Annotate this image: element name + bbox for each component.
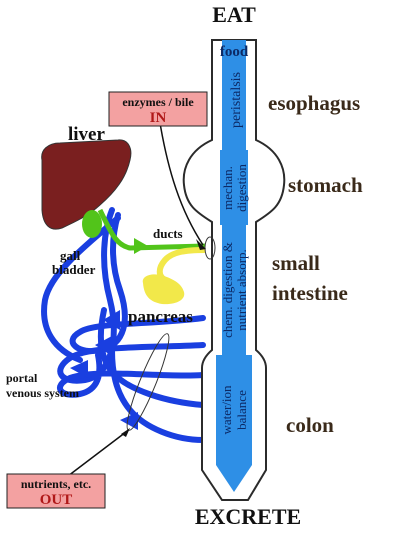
tube-channel-intestine bbox=[222, 225, 246, 355]
label-small: small bbox=[272, 251, 320, 275]
tube-arrow-head bbox=[216, 465, 252, 492]
vein-arrow-2 bbox=[95, 336, 112, 356]
label-stomach: stomach bbox=[288, 173, 363, 197]
in-pointer-head bbox=[196, 239, 206, 250]
tube-channel-stomach bbox=[220, 150, 248, 225]
gall-bladder-shape bbox=[82, 210, 102, 238]
vein-arrow-1 bbox=[103, 310, 120, 330]
label-portal: portal bbox=[6, 371, 38, 385]
in-box bbox=[108, 91, 208, 127]
label-chem-1: chem. digestion & bbox=[220, 242, 235, 338]
out-box-line2: OUT bbox=[40, 492, 73, 508]
label-water-2: balance bbox=[234, 390, 249, 430]
label-colon: colon bbox=[286, 413, 334, 437]
out-box bbox=[6, 473, 106, 509]
vein-arrows bbox=[70, 310, 138, 430]
label-excrete: EXCRETE bbox=[195, 504, 301, 529]
label-peristalsis: peristalsis bbox=[229, 72, 244, 128]
label-pancreas: pancreas bbox=[128, 307, 193, 326]
label-intestine: intestine bbox=[272, 281, 348, 305]
label-mechan: mechan. bbox=[220, 166, 235, 210]
liver-shape bbox=[41, 139, 132, 230]
label-chem-2: nutrient absorp. bbox=[234, 249, 249, 331]
label-esophagus: esophagus bbox=[268, 91, 360, 115]
label-gall: gall bbox=[60, 248, 81, 263]
label-water-1: water/ion bbox=[219, 385, 234, 435]
tube-channel-colon bbox=[216, 355, 252, 465]
label-digestion: digestion bbox=[234, 164, 249, 212]
bile-duct-a bbox=[97, 208, 206, 251]
pancreas-shape bbox=[142, 274, 185, 305]
in-box-line2: IN bbox=[150, 110, 167, 126]
vein-arrow-3 bbox=[70, 360, 88, 378]
bile-duct-arrow bbox=[134, 238, 148, 254]
vein-arrow-4 bbox=[120, 412, 138, 430]
pancreas-duct bbox=[156, 247, 206, 283]
in-box-line1: enzymes / bile bbox=[122, 95, 194, 109]
label-ducts: ducts bbox=[153, 226, 183, 241]
vein-6 bbox=[41, 215, 121, 363]
pointer-arrows bbox=[67, 122, 204, 477]
label-venous-system: venous system bbox=[6, 386, 79, 400]
label-liver: liver bbox=[68, 124, 105, 145]
label-eat: EAT bbox=[212, 2, 256, 27]
out-box-line1: nutrients, etc. bbox=[21, 477, 91, 491]
out-pointer-head bbox=[121, 428, 130, 437]
label-food: food bbox=[220, 44, 249, 60]
tube-channel-esophagus bbox=[222, 40, 246, 150]
label-bladder: bladder bbox=[52, 262, 96, 277]
in-pointer-line bbox=[159, 122, 204, 246]
out-pointer-line bbox=[67, 431, 127, 477]
vein-3 bbox=[57, 352, 206, 398]
